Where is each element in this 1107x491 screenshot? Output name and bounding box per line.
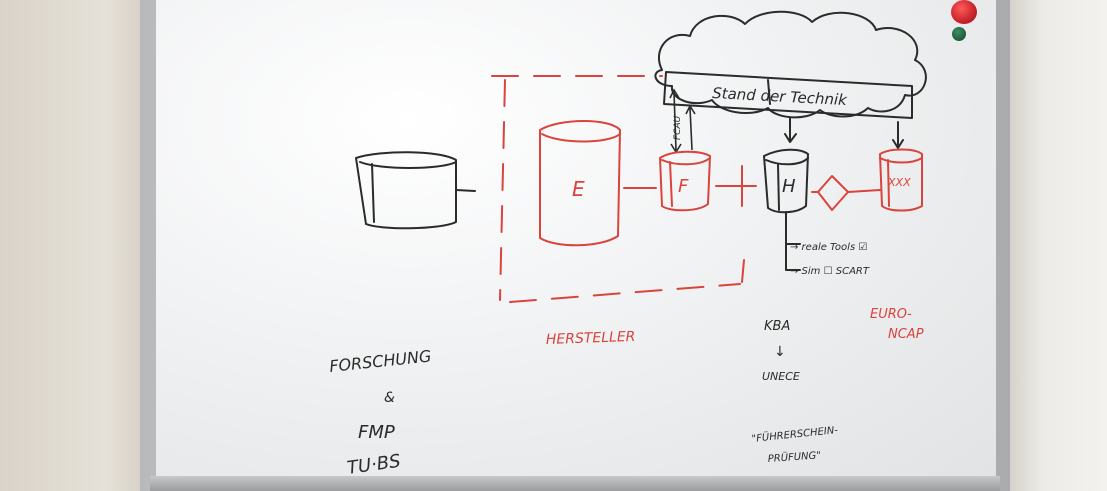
wall-right xyxy=(1000,0,1107,491)
manufacturer-boundary xyxy=(491,75,745,303)
euroncap-line-2: NCAP xyxy=(888,327,924,342)
tools-line-1: → reale Tools ☑ xyxy=(790,242,867,253)
unece-label: UNECE xyxy=(762,370,800,383)
tools-line-2: → Sim ☐ SCART xyxy=(790,266,870,277)
wall-left xyxy=(0,0,150,491)
forschung-label: FORSCHUNG xyxy=(328,346,432,376)
h-cylinder xyxy=(763,148,809,214)
f-cylinder xyxy=(659,150,711,212)
forschung-amp: & xyxy=(384,390,395,406)
left-cylinder xyxy=(355,151,457,230)
diamond xyxy=(817,175,849,211)
fuehrerschein-line-1: "FÜHRERSCHEIN- xyxy=(751,423,839,445)
xxx-cylinder xyxy=(879,148,923,212)
fcau-label: FCAU xyxy=(673,115,683,140)
green-magnet xyxy=(952,27,966,41)
state-of-art-box xyxy=(663,71,913,119)
tubs-label: TU·BS xyxy=(346,451,402,479)
cloud-label: Stand der Technik xyxy=(712,84,849,109)
cloud-shape xyxy=(654,10,927,119)
kba-arrow: ↓ xyxy=(774,344,786,360)
hersteller-label: HERSTELLER xyxy=(546,329,636,348)
whiteboard-surface xyxy=(156,0,996,478)
kba-label: KBA xyxy=(764,319,790,334)
e-cylinder xyxy=(539,120,621,247)
marker-tray xyxy=(150,476,1000,491)
f-label: F xyxy=(678,176,689,197)
euroncap-line-1: EURO- xyxy=(870,307,912,322)
fmp-label: FMP xyxy=(358,422,395,443)
e-label: E xyxy=(572,177,585,201)
h-label: H xyxy=(782,176,796,197)
fuehrerschein-line-2: PRÜFUNG" xyxy=(767,448,821,465)
xxx-label: XXX xyxy=(887,176,911,189)
red-magnet xyxy=(951,0,977,24)
